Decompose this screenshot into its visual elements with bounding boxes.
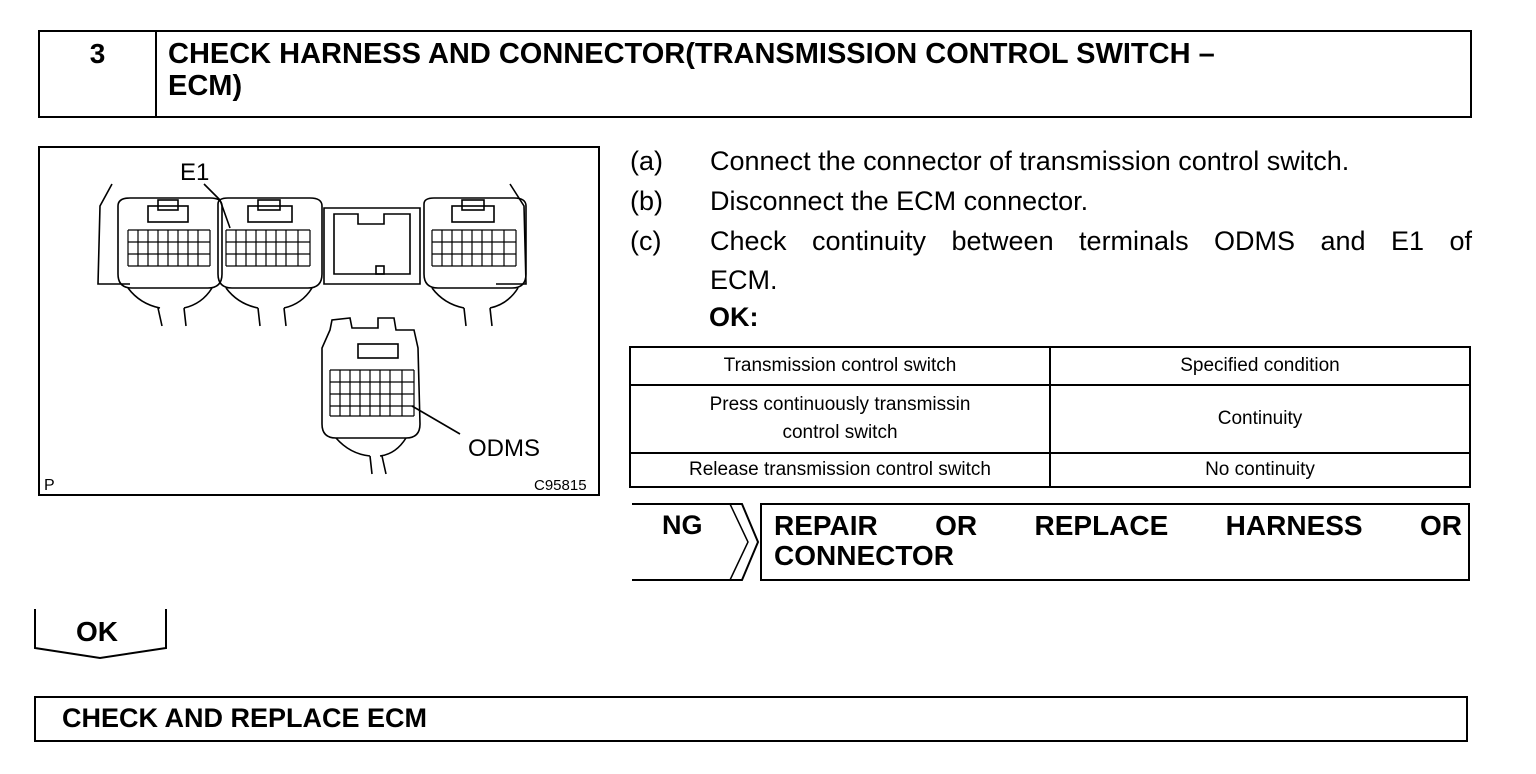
table-cell: Press continuously transmissin control s… [629,384,1051,454]
instruction-c-continued: ECM. [630,261,1480,301]
connector-illustration: E1 ODMS P C95815 [38,146,600,496]
instruction-c: (c) Check continuity between terminals O… [630,222,1480,262]
figure-code: C95815 [534,477,587,494]
final-step-text: CHECK AND REPLACE ECM [62,703,428,733]
ecm-connector-drawing: E1 ODMS P C95815 [44,159,587,494]
instruction-b: (b) Disconnect the ECM connector. [630,182,1480,222]
ng-label: NG [662,510,703,540]
table-cell: Release transmission control switch [629,452,1051,488]
table-header: Transmission control switch [629,346,1051,386]
step-number: 3 [40,32,157,116]
instruction-text: Disconnect the ECM connector. [710,186,1089,216]
table-row: Release transmission control switch No c… [629,452,1471,488]
table-cell: Continuity [1049,384,1471,454]
instruction-text-line1: Check continuity between terminals ODMS … [710,226,1472,256]
table-row: Press continuously transmissin control s… [629,384,1471,454]
table-cell: No continuity [1049,452,1471,488]
step-title-line2: ECM) [168,70,243,102]
ng-action-line2: CONNECTOR [774,540,954,571]
step-header: 3 CHECK HARNESS AND CONNECTOR(TRANSMISSI… [38,30,1472,118]
instruction-text: Connect the connector of transmission co… [710,146,1350,176]
table-cell-line1: Press continuously transmissin [709,394,971,415]
step-title: CHECK HARNESS AND CONNECTOR(TRANSMISSION… [168,38,1458,102]
table-cell-line2: control switch [782,422,898,443]
spec-table: Transmission control switch Specified co… [629,346,1471,488]
instruction-tag: (c) [630,226,662,256]
label-odms: ODMS [468,435,540,462]
ok-branch-label: OK [76,616,118,647]
instruction-a: (a) Connect the connector of transmissio… [630,142,1480,182]
figure-corner-label: P [44,477,55,494]
step-title-line1: CHECK HARNESS AND CONNECTOR(TRANSMISSION… [168,38,1215,70]
final-step-box: CHECK AND REPLACE ECM [34,696,1468,742]
ok-arrow-icon [34,609,167,660]
table-header: Specified condition [1049,346,1471,386]
ng-action-box: REPAIR OR REPLACE HARNESS OR CONNECTOR [760,503,1470,581]
instruction-tag: (a) [630,146,663,176]
table-header-row: Transmission control switch Specified co… [629,346,1471,386]
instruction-text-line2: ECM. [710,265,778,295]
ok-condition-label: OK: [709,302,759,332]
ng-arrow-icon [632,503,760,581]
ng-action-line1: REPAIR OR REPLACE HARNESS OR [774,510,1462,541]
instruction-tag: (b) [630,186,663,216]
label-e1: E1 [180,159,209,186]
